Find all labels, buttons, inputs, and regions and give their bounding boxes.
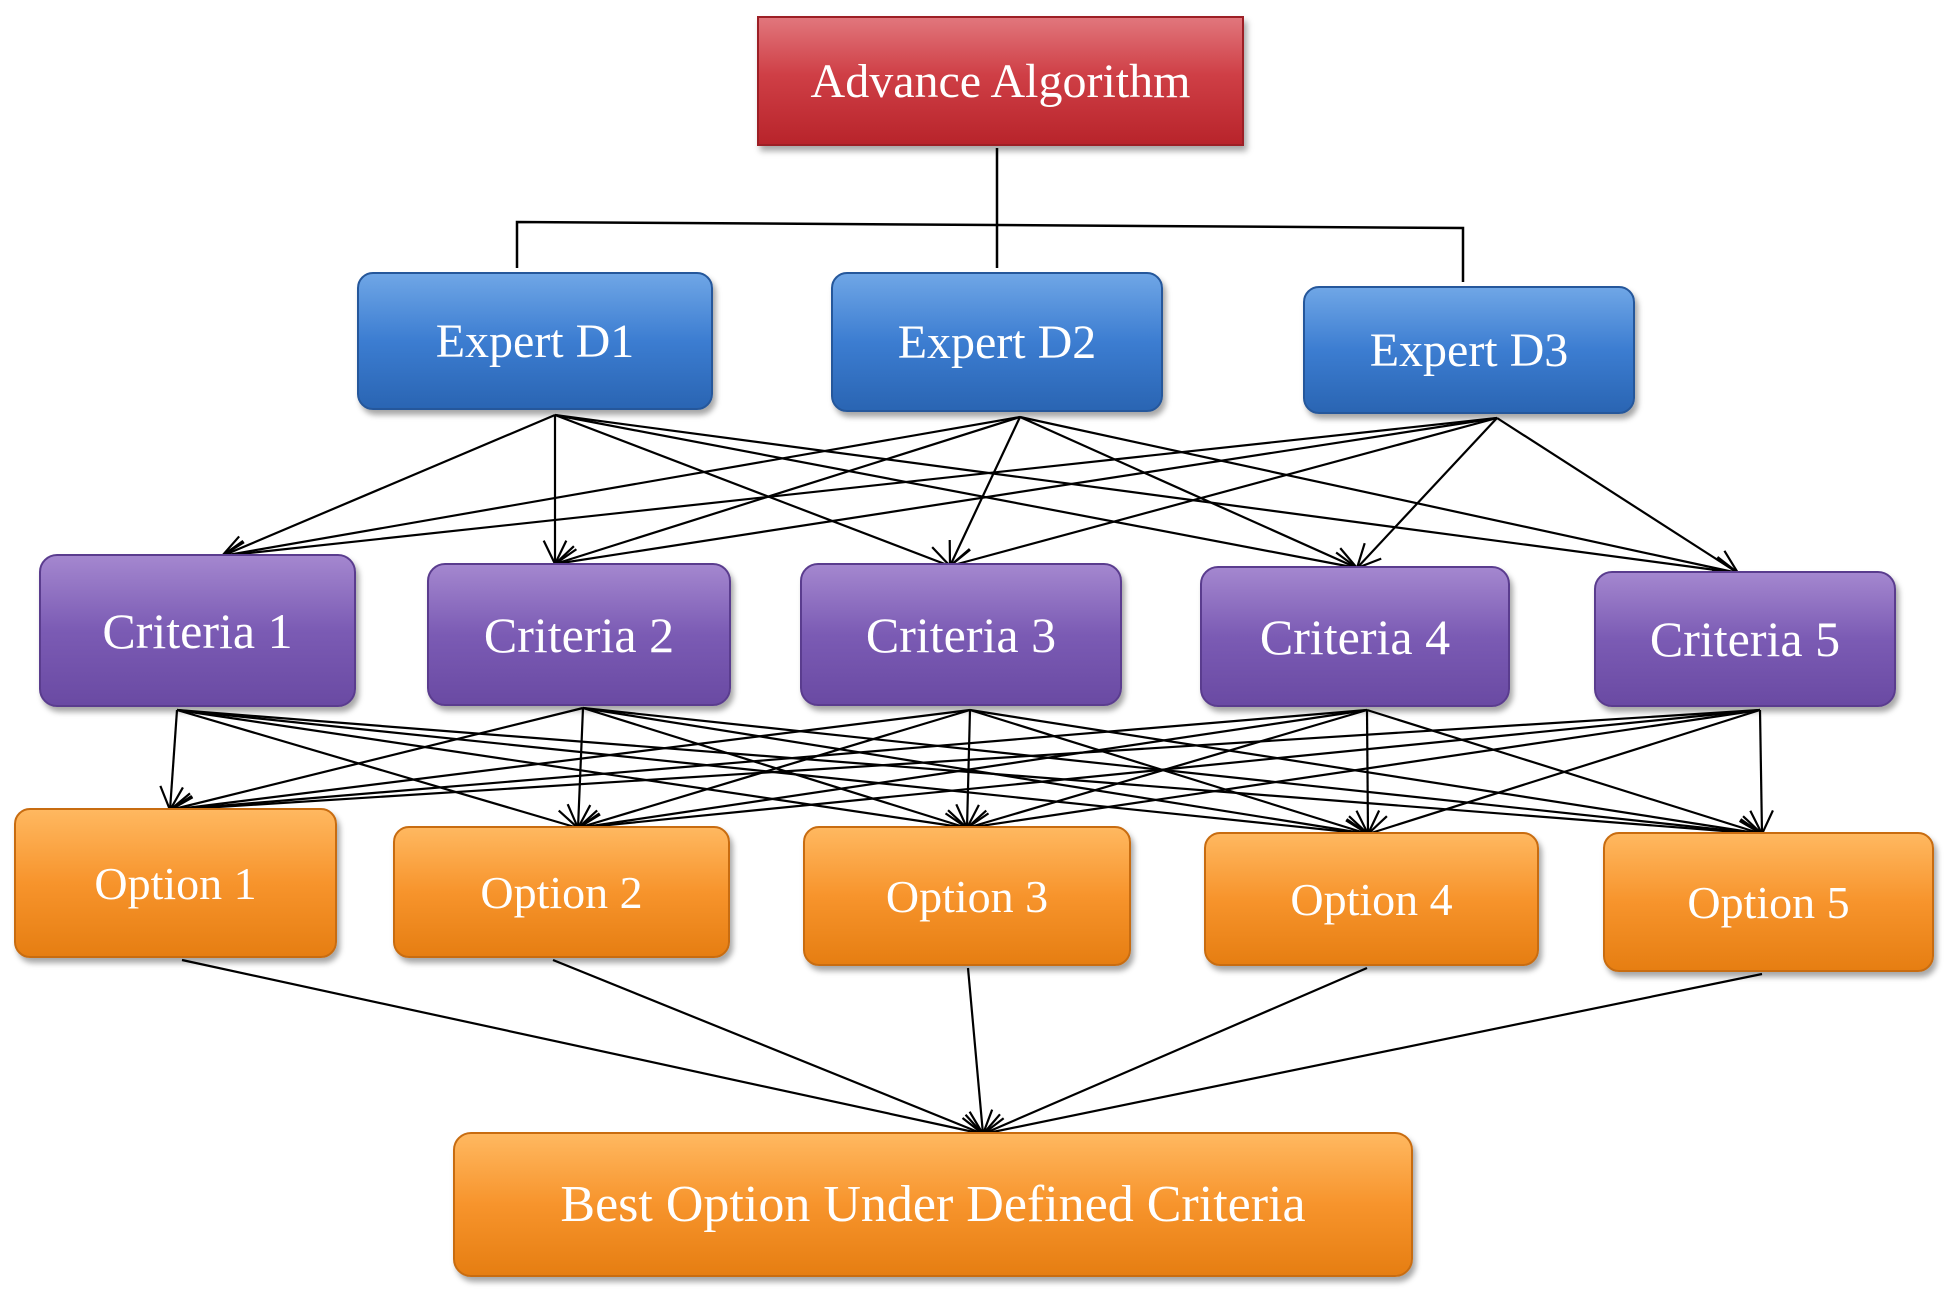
criteria-1-box: Criteria 1 bbox=[39, 554, 356, 707]
option-3-box: Option 3 bbox=[803, 826, 1131, 966]
expert-to-criteria-arrow bbox=[1496, 417, 1741, 575]
option-to-best-arrow bbox=[966, 967, 994, 1137]
expert-d1-box: Expert D1 bbox=[357, 272, 713, 410]
option-to-best-arrow bbox=[980, 966, 1368, 1137]
criteria-5-box: Criteria 5 bbox=[1594, 571, 1896, 707]
criteria-3-box: Criteria 3 bbox=[800, 563, 1122, 706]
criteria-to-option-arrow bbox=[1749, 709, 1774, 837]
expert-to-criteria-arrow bbox=[554, 413, 1741, 583]
option-to-best-arrow bbox=[980, 972, 1763, 1142]
option-4-box: Option 4 bbox=[1204, 832, 1539, 966]
criteria-to-option-arrow bbox=[176, 708, 1371, 844]
criteria-to-option-arrow bbox=[159, 709, 184, 813]
expert-d3-box: Expert D3 bbox=[1303, 286, 1635, 414]
expert-to-criteria-arrow bbox=[219, 415, 1021, 565]
option-5-box: Option 5 bbox=[1603, 832, 1934, 972]
option-1-box: Option 1 bbox=[14, 808, 337, 958]
advance-algorithm-box: Advance Algorithm bbox=[757, 16, 1244, 146]
root-connector bbox=[515, 220, 1465, 282]
expert-d2-box: Expert D2 bbox=[831, 272, 1163, 412]
expert-to-criteria-arrow bbox=[947, 416, 1498, 572]
option-2-box: Option 2 bbox=[393, 826, 730, 958]
expert-to-criteria-arrow bbox=[219, 416, 1498, 566]
criteria-4-box: Criteria 4 bbox=[1200, 566, 1510, 707]
option-to-best-arrow bbox=[552, 958, 986, 1137]
option-to-best-arrow bbox=[181, 958, 986, 1142]
expert-to-criteria-arrow bbox=[1019, 415, 1741, 581]
criteria-to-option-arrow bbox=[167, 708, 1761, 821]
expert-to-criteria-arrow bbox=[1019, 415, 1360, 570]
expert-to-criteria-arrow bbox=[219, 413, 556, 559]
criteria-2-box: Criteria 2 bbox=[427, 563, 731, 706]
expert-to-criteria-arrow bbox=[542, 415, 568, 567]
expert-to-criteria-arrow bbox=[1355, 417, 1498, 570]
best-option-box: Best Option Under Defined Criteria bbox=[453, 1132, 1413, 1277]
